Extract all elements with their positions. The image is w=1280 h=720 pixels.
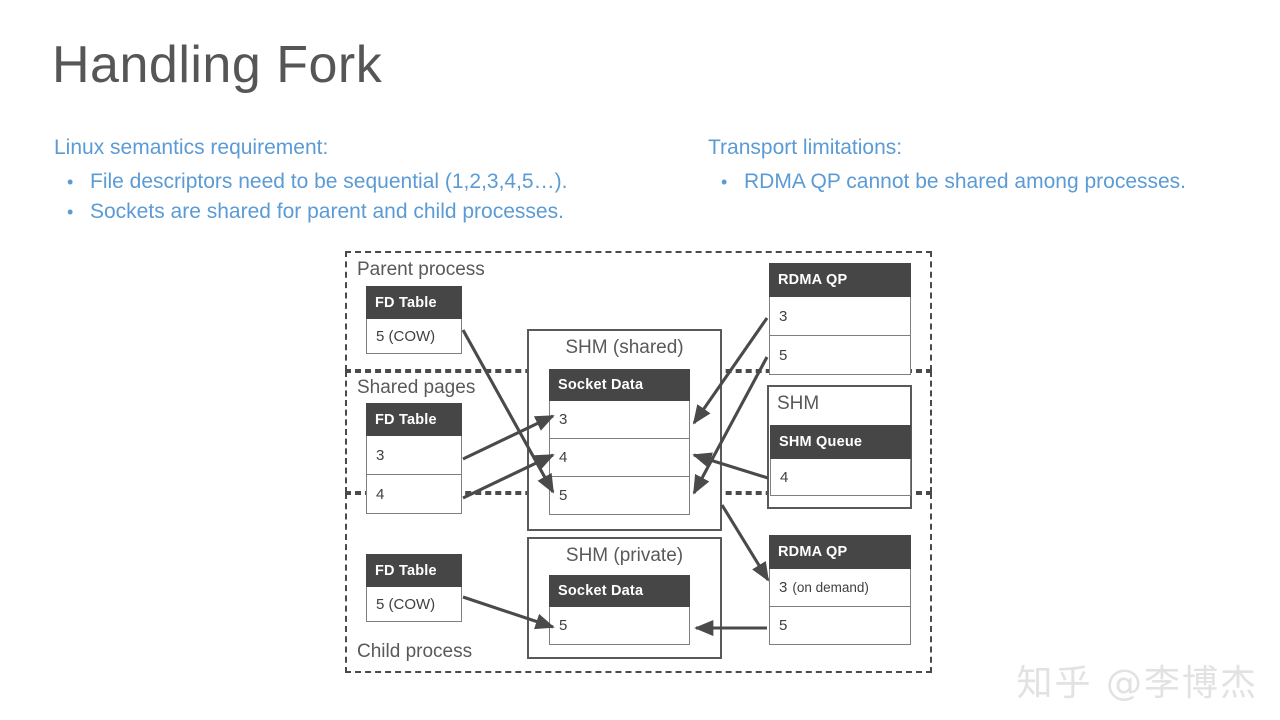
watermark: 知乎 @李博杰: [1016, 663, 1258, 704]
parent-fd-table: FD Table 5 (COW): [366, 286, 462, 354]
left-bullet-list: • File descriptors need to be sequential…: [54, 167, 567, 227]
list-item-label: RDMA QP cannot be shared among processes…: [744, 170, 1187, 193]
parent-rdma-qp-table: RDMA QP 3 5: [769, 263, 911, 375]
right-text-heading: Transport limitations:: [708, 136, 903, 159]
table-header: Socket Data: [549, 369, 690, 401]
table-row: 4: [549, 439, 690, 477]
table-header: FD Table: [366, 286, 462, 319]
cell-value: 5 (COW): [376, 595, 436, 613]
cell-value: 5 (COW): [376, 327, 436, 345]
table-header: Socket Data: [549, 575, 690, 607]
table-row: 4: [366, 475, 462, 514]
table-header: SHM Queue: [770, 425, 911, 459]
shm-queue-table: SHM Queue 4: [770, 425, 911, 496]
page-title: Handling Fork: [52, 36, 383, 94]
cell-value: 4: [780, 468, 789, 486]
table-row: 5 (COW): [366, 587, 462, 622]
shm-private-label: SHM (private): [565, 545, 684, 566]
right-bullet-list: • RDMA QP cannot be shared among process…: [708, 167, 1186, 197]
table-row: 3 (on demand): [769, 569, 911, 607]
table-row: 5 (COW): [366, 319, 462, 354]
list-item: • File descriptors need to be sequential…: [54, 167, 567, 197]
cell-value: 4: [559, 449, 568, 466]
cell-value: 5: [559, 617, 568, 634]
shared-fd-table: FD Table 3 4: [366, 403, 462, 514]
list-item-label: File descriptors need to be sequential (…: [90, 170, 568, 193]
child-process-label: Child process: [357, 641, 473, 662]
table-row: 3: [366, 436, 462, 475]
left-text-block: Linux semantics requirement: • File desc…: [54, 135, 567, 227]
bullet-icon: •: [67, 172, 74, 192]
cell-value: 3: [376, 446, 385, 464]
bullet-icon: •: [721, 172, 728, 192]
cell-value: 5: [779, 617, 788, 634]
table-row: 5: [769, 336, 911, 375]
parent-process-label: Parent process: [357, 259, 485, 280]
shared-pages-label: Shared pages: [357, 377, 476, 398]
bullet-icon: •: [67, 202, 74, 222]
cell-value: 4: [376, 485, 385, 503]
table-row: 5: [549, 477, 690, 515]
shm-right-label: SHM: [777, 393, 820, 414]
cell-value: 5: [559, 487, 568, 504]
list-item: • Sockets are shared for parent and chil…: [54, 197, 567, 227]
table-header: RDMA QP: [769, 263, 911, 297]
table-header: FD Table: [366, 403, 462, 436]
child-rdma-qp-table: RDMA QP 3 (on demand) 5: [769, 535, 911, 645]
child-fd-table: FD Table 5 (COW): [366, 554, 462, 622]
table-header: RDMA QP: [769, 535, 911, 569]
table-row: 3: [549, 401, 690, 439]
list-item-label: Sockets are shared for parent and child …: [90, 200, 564, 223]
cell-value: 3: [779, 307, 788, 325]
table-row: 5: [549, 607, 690, 645]
table-row: 4: [770, 459, 911, 496]
private-socket-data-table: Socket Data 5: [549, 575, 690, 645]
cell-value: 3: [779, 579, 788, 596]
shm-shared-label: SHM (shared): [565, 337, 684, 358]
cell-value: 5: [779, 346, 788, 364]
list-item: • RDMA QP cannot be shared among process…: [708, 167, 1186, 197]
cell-value: 3: [559, 411, 568, 428]
right-text-block: Transport limitations: • RDMA QP cannot …: [708, 135, 1186, 197]
left-text-heading: Linux semantics requirement:: [54, 136, 329, 159]
cell-note: (on demand): [792, 580, 869, 595]
shared-socket-data-table: Socket Data 3 4 5: [549, 369, 690, 515]
table-header: FD Table: [366, 554, 462, 587]
table-row: 5: [769, 607, 911, 645]
table-row: 3: [769, 297, 911, 336]
